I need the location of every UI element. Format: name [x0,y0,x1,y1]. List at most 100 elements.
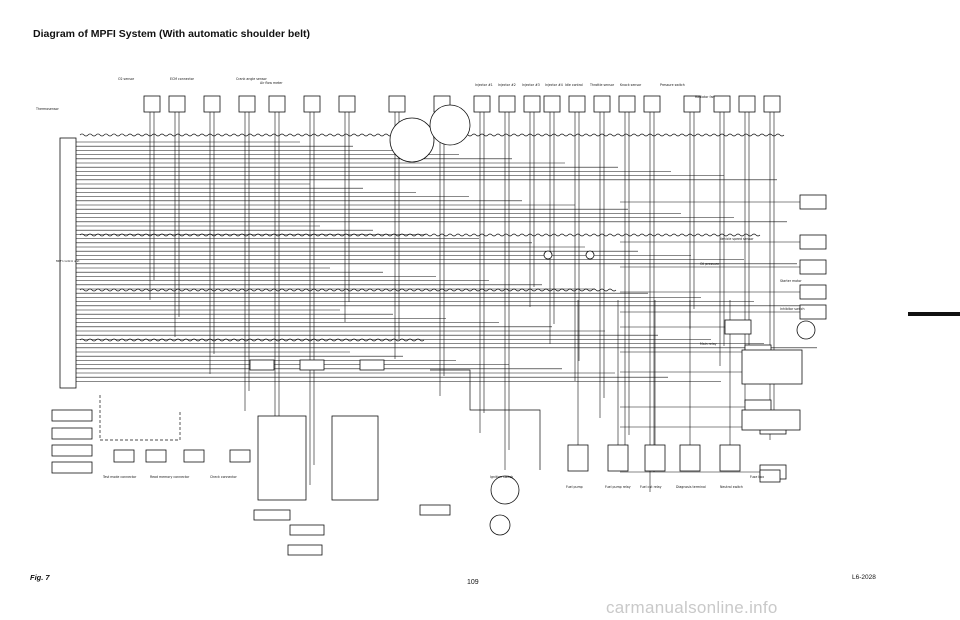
component-connector [683,95,701,113]
component-connector [303,95,321,113]
component-label: Fuse box [750,475,764,479]
component-connector [238,95,256,113]
component-label: Vehicle speed sensor [720,237,754,241]
component-connector [168,95,186,113]
component-connector [568,95,586,113]
component-label: Injector #1 [475,83,493,87]
harness-connector [113,449,135,463]
harness-connector [253,509,291,521]
component-label: Check connector [210,475,237,479]
harness-connector [289,524,325,536]
fuse-box [741,349,803,385]
shielded-wire [79,338,425,342]
round-connector [489,514,511,536]
component-label: MPFI control unit [56,259,80,263]
section-tab-mark [908,312,960,316]
harness-connector [419,504,451,516]
component-label: O2 sensor [118,77,135,81]
round-connector [429,104,471,146]
harness-connector [145,449,167,463]
component-connector [543,95,561,113]
component-connector [738,95,756,113]
relay-box [799,194,827,210]
ground-symbol [543,250,553,260]
shielded-wire [79,233,761,237]
figure-label: Fig. 7 [30,573,50,582]
harness-connector [759,469,781,483]
component-connector [523,95,541,113]
drawing-code: L6-2028 [852,574,876,581]
harness-connector [183,449,205,463]
component-label: Injector #4 [545,83,563,87]
component-label: Air flow meter [260,81,283,85]
component-connector [268,95,286,113]
relay-box [607,444,629,472]
wire [430,369,541,470]
harness-connector [51,461,93,474]
component-label: Fuel pump relay [605,485,631,489]
relay-box [679,444,701,472]
component-label: Starter motor [780,279,802,283]
harness-connector [51,409,93,422]
component-label: Ignition switch [490,475,513,479]
check-connector [257,415,307,501]
component-connector [763,95,781,113]
component-label: Fuel cut relay [640,485,662,489]
component-label: Main relay [700,342,717,346]
component-connector [498,95,516,113]
relay-box [799,284,827,300]
component-connector [593,95,611,113]
component-label: Injector #2 [498,83,516,87]
relay-box [567,444,589,472]
harness-connector [359,359,385,371]
component-connector [203,95,221,113]
page-title: Diagram of MPFI System (With automatic s… [33,28,311,40]
component-connector [643,95,661,113]
component-connector [618,95,636,113]
fuse-box [741,409,801,431]
component-connector [143,95,161,113]
component-label: Fuel pump [566,485,583,489]
component-connector [338,95,356,113]
component-label: Throttle sensor [589,83,615,87]
component-label: Oil pressure [700,262,719,266]
page-number: 109 [467,579,479,586]
harness-connector [51,427,93,440]
component-label: Knock sensor [620,83,642,87]
diagnosis-connector [331,415,379,501]
harness-connector [287,544,323,556]
harness-connector [299,359,325,371]
component-label: Injector #3 [522,83,540,87]
harness-connector [229,449,251,463]
component-label: Neutral switch [720,485,743,489]
relay-box [644,444,666,472]
round-connector [389,117,435,163]
component-label: Radiator fan [695,95,715,99]
shielded-wire [79,288,617,292]
component-group [51,95,827,556]
harness-connector [249,359,275,371]
component-label: Read memory connector [150,475,190,479]
component-connector [713,95,731,113]
harness-connector [51,444,93,457]
ground-symbol [585,250,595,260]
component-label: Test mode connector [102,475,137,479]
component-connector [388,95,406,113]
component-label: Crank angle sensor [236,77,267,81]
round-connector [796,320,816,340]
ecu-connector [59,137,77,389]
relay-box [719,444,741,472]
component-label: Diagnosis terminal [676,485,706,489]
component-label: Pressure switch [660,83,685,87]
ignition-switch [490,475,520,505]
relay-box [799,234,827,250]
component-label: Idle control [565,83,583,87]
watermark: carmanualsonline.info [606,598,778,617]
wire-group [60,103,817,492]
component-label: Inhibitor switch [780,307,804,311]
component-label: ECM connector [170,77,195,81]
relay-box [799,259,827,275]
component-connector [473,95,491,113]
